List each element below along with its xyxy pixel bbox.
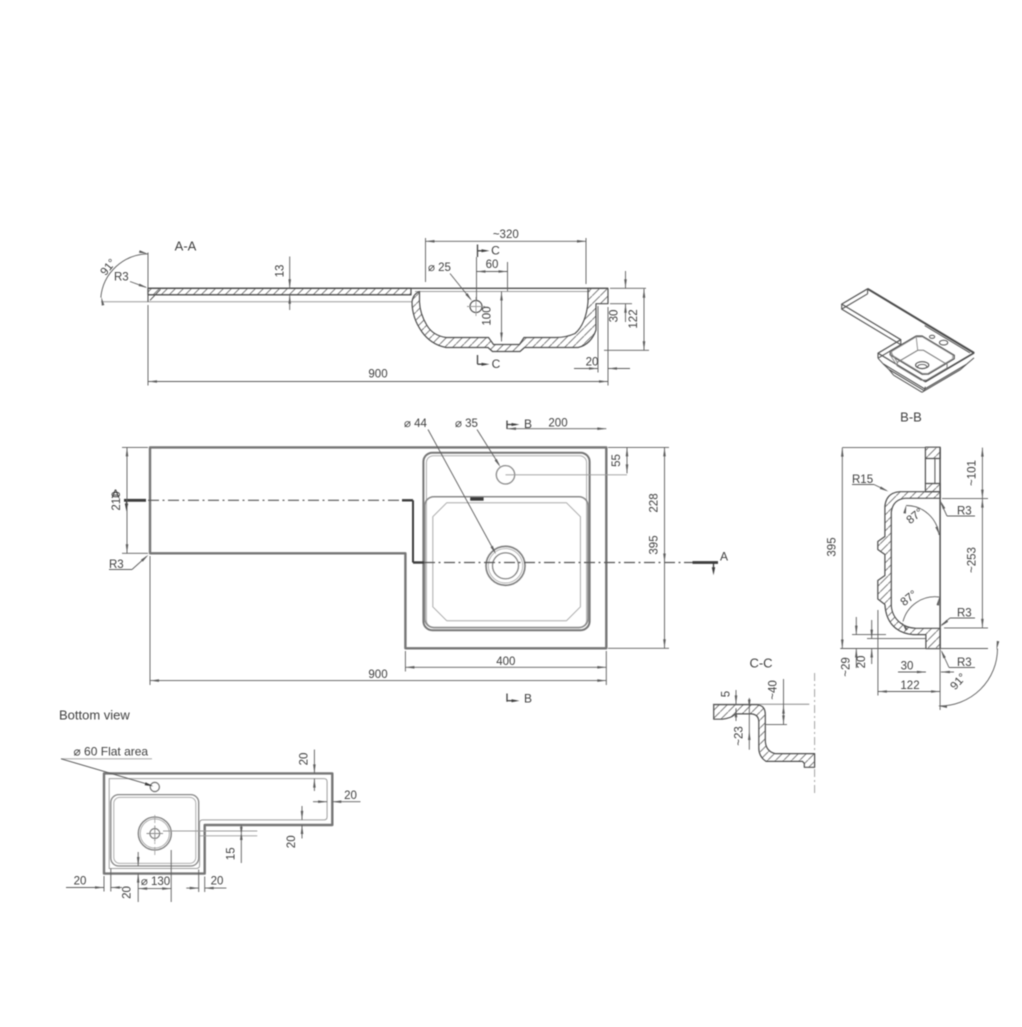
svg-text:⌀ 44: ⌀ 44: [404, 418, 428, 430]
svg-text:~320: ~320: [493, 229, 519, 241]
svg-text:~29: ~29: [841, 657, 853, 677]
svg-text:B-B: B-B: [900, 410, 922, 425]
svg-text:5: 5: [721, 691, 733, 697]
svg-text:210: 210: [111, 491, 123, 510]
svg-text:30: 30: [901, 660, 914, 672]
svg-text:A: A: [720, 550, 728, 564]
svg-text:900: 900: [368, 669, 387, 681]
svg-text:20: 20: [299, 753, 311, 766]
svg-text:20: 20: [122, 886, 134, 899]
svg-text:20: 20: [586, 356, 599, 368]
svg-text:20: 20: [74, 876, 87, 888]
svg-text:⌀ 25: ⌀ 25: [428, 262, 451, 274]
svg-text:400: 400: [496, 656, 515, 668]
svg-text:⌀ 130: ⌀ 130: [141, 876, 170, 888]
svg-text:~253: ~253: [967, 547, 979, 573]
svg-text:A-A: A-A: [175, 239, 197, 254]
svg-text:C-C: C-C: [749, 656, 772, 671]
svg-text:C: C: [492, 357, 501, 371]
svg-text:Bottom view: Bottom view: [59, 708, 130, 723]
svg-text:100: 100: [482, 306, 494, 325]
svg-text:228: 228: [649, 493, 661, 512]
svg-text:⌀ 35: ⌀ 35: [455, 418, 478, 430]
svg-text:20: 20: [856, 656, 868, 669]
svg-text:20: 20: [286, 835, 298, 848]
svg-text:60: 60: [486, 259, 499, 271]
svg-text:15: 15: [226, 847, 238, 860]
svg-text:⌀ 60 Flat area: ⌀ 60 Flat area: [74, 745, 149, 759]
svg-text:122: 122: [628, 309, 640, 328]
svg-text:~23: ~23: [734, 726, 746, 746]
svg-text:20: 20: [344, 790, 357, 802]
svg-text:20: 20: [211, 876, 224, 888]
svg-text:13: 13: [275, 265, 287, 278]
svg-text:~101: ~101: [967, 460, 979, 486]
svg-text:30: 30: [609, 310, 621, 323]
svg-text:200: 200: [548, 418, 567, 430]
svg-text:122: 122: [900, 680, 919, 692]
svg-text:R3: R3: [114, 272, 129, 284]
svg-text:55: 55: [611, 454, 623, 467]
svg-text:900: 900: [368, 369, 387, 381]
svg-text:B: B: [524, 692, 532, 706]
svg-text:395: 395: [649, 535, 661, 554]
svg-text:C: C: [491, 244, 500, 258]
svg-text:395: 395: [827, 537, 839, 556]
svg-text:~40: ~40: [768, 680, 780, 700]
